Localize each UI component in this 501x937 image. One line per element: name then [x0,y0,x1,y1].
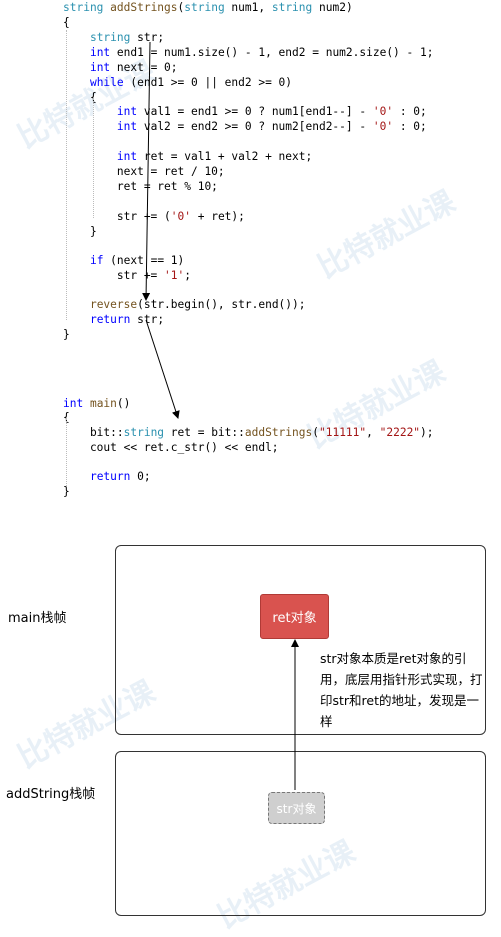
code-token: cout << ret.c_str() << endl; [63,441,279,454]
code-token: { [63,411,70,424]
addstring-frame-label: addString栈帧 [6,787,96,802]
indent-guide [66,418,67,486]
code-token: string [89,31,138,44]
code-token: ( [312,426,319,439]
arrow-str-to-reverse [142,41,151,301]
code-token: return [89,470,138,483]
code-token: int [89,61,117,74]
code-token: string [184,1,232,14]
code-token: { [63,91,97,104]
code-token: '0' [372,120,394,133]
indent-guide [93,98,94,218]
code-token: if [89,254,111,267]
indent-guide [66,30,67,320]
code-token: string [63,1,111,14]
code-line: str += '1'; [63,268,191,283]
code-token: (next == 1) [110,254,185,267]
code-line: { [63,410,70,425]
code-line: string addStrings(string num1, string nu… [63,0,353,15]
code-line: return str; [63,312,164,327]
code-token: ret = bit:: [170,426,245,439]
code-token: next = ret / 10; [63,165,225,178]
code-line: } [63,224,97,239]
code-token: '0' [170,210,191,223]
code-line: if (next == 1) [63,253,184,268]
explanation-note: str对象本质是ret对象的引用，底层用指针形式实现，打印str和ret的地址，… [320,651,483,729]
ret-object-box: ret对象 [260,594,329,639]
code-line: int end1 = num1.size() - 1, end2 = num2.… [63,45,434,60]
code-token: "11111" [318,426,367,439]
code-line: int next = 0; [63,60,178,75]
code-token: int [116,120,144,133]
code-line: { [63,90,97,105]
code-token: main [89,397,117,410]
code-line: ret = ret % 10; [63,179,218,194]
code-token: : 0; [393,105,427,118]
code-token: '0' [372,105,394,118]
code-token: (str.begin(), str.end()); [137,298,306,311]
code-token: : 0; [393,120,427,133]
code-token: while [89,76,131,89]
code-token: (end1 >= 0 || end2 >= 0) [130,76,293,89]
code-token: { [63,16,70,29]
code-token: int [63,397,90,410]
code-token: } [63,328,70,341]
code-token: , [366,426,380,439]
code-token: string [271,1,319,14]
addstring-stack-frame [115,751,486,916]
code-token: bit:: [63,426,124,439]
main-frame-label: main栈帧 [8,611,67,626]
code-token: int [89,46,117,59]
code-token: ret = val1 + val2 + next; [143,150,313,163]
code-token: "2222" [379,426,421,439]
code-token: end1 = num1.size() - 1, end2 = num2.size… [116,46,434,59]
arrow-return-to-ret [145,319,180,419]
code-token: int [116,150,144,163]
code-line: } [63,484,70,499]
code-line: int val2 = end2 >= 0 ? num2[end2--] - '0… [63,119,427,134]
code-line: int main() [63,396,130,411]
code-token: return [89,313,138,326]
code-token: next = 0; [116,61,178,74]
code-token: str; [137,31,165,44]
code-line: bit::string ret = bit::addStrings("11111… [63,425,434,440]
code-line: int ret = val1 + val2 + next; [63,149,312,164]
code-line: { [63,15,70,30]
code-token: ( [177,1,185,14]
code-line: cout << ret.c_str() << endl; [63,440,279,455]
code-token: addStrings [244,426,313,439]
code-token: '1' [164,269,185,282]
code-line: while (end1 >= 0 || end2 >= 0) [63,75,292,90]
code-token: str; [137,313,165,326]
code-token: ret = ret % 10; [63,180,218,193]
code-token: + ret); [191,210,245,223]
code-token: int [116,105,144,118]
code-token: ; [184,269,192,282]
code-token: } [63,225,97,238]
code-token: val1 = end1 >= 0 ? num1[end1--] - [143,105,373,118]
code-token: num2) [319,1,353,14]
code-token: 0; [137,470,151,483]
code-token: string [123,426,171,439]
main-stack-frame [115,545,486,735]
code-line: } [63,327,70,342]
code-line: return 0; [63,469,151,484]
code-token: ); [420,426,434,439]
str-object-box: str对象 [268,792,325,824]
code-token: num1, [231,1,272,14]
code-token: reverse [89,298,138,311]
code-token: } [63,485,70,498]
code-token: addStrings [110,1,178,14]
code-token: str += [63,269,165,282]
code-line: next = ret / 10; [63,164,225,179]
code-line: string str; [63,30,164,45]
code-line: int val1 = end1 >= 0 ? num1[end1--] - '0… [63,104,427,119]
code-token: () [116,397,131,410]
code-token: val2 = end2 >= 0 ? num2[end2--] - [143,120,373,133]
code-line: reverse(str.begin(), str.end()); [63,297,306,312]
